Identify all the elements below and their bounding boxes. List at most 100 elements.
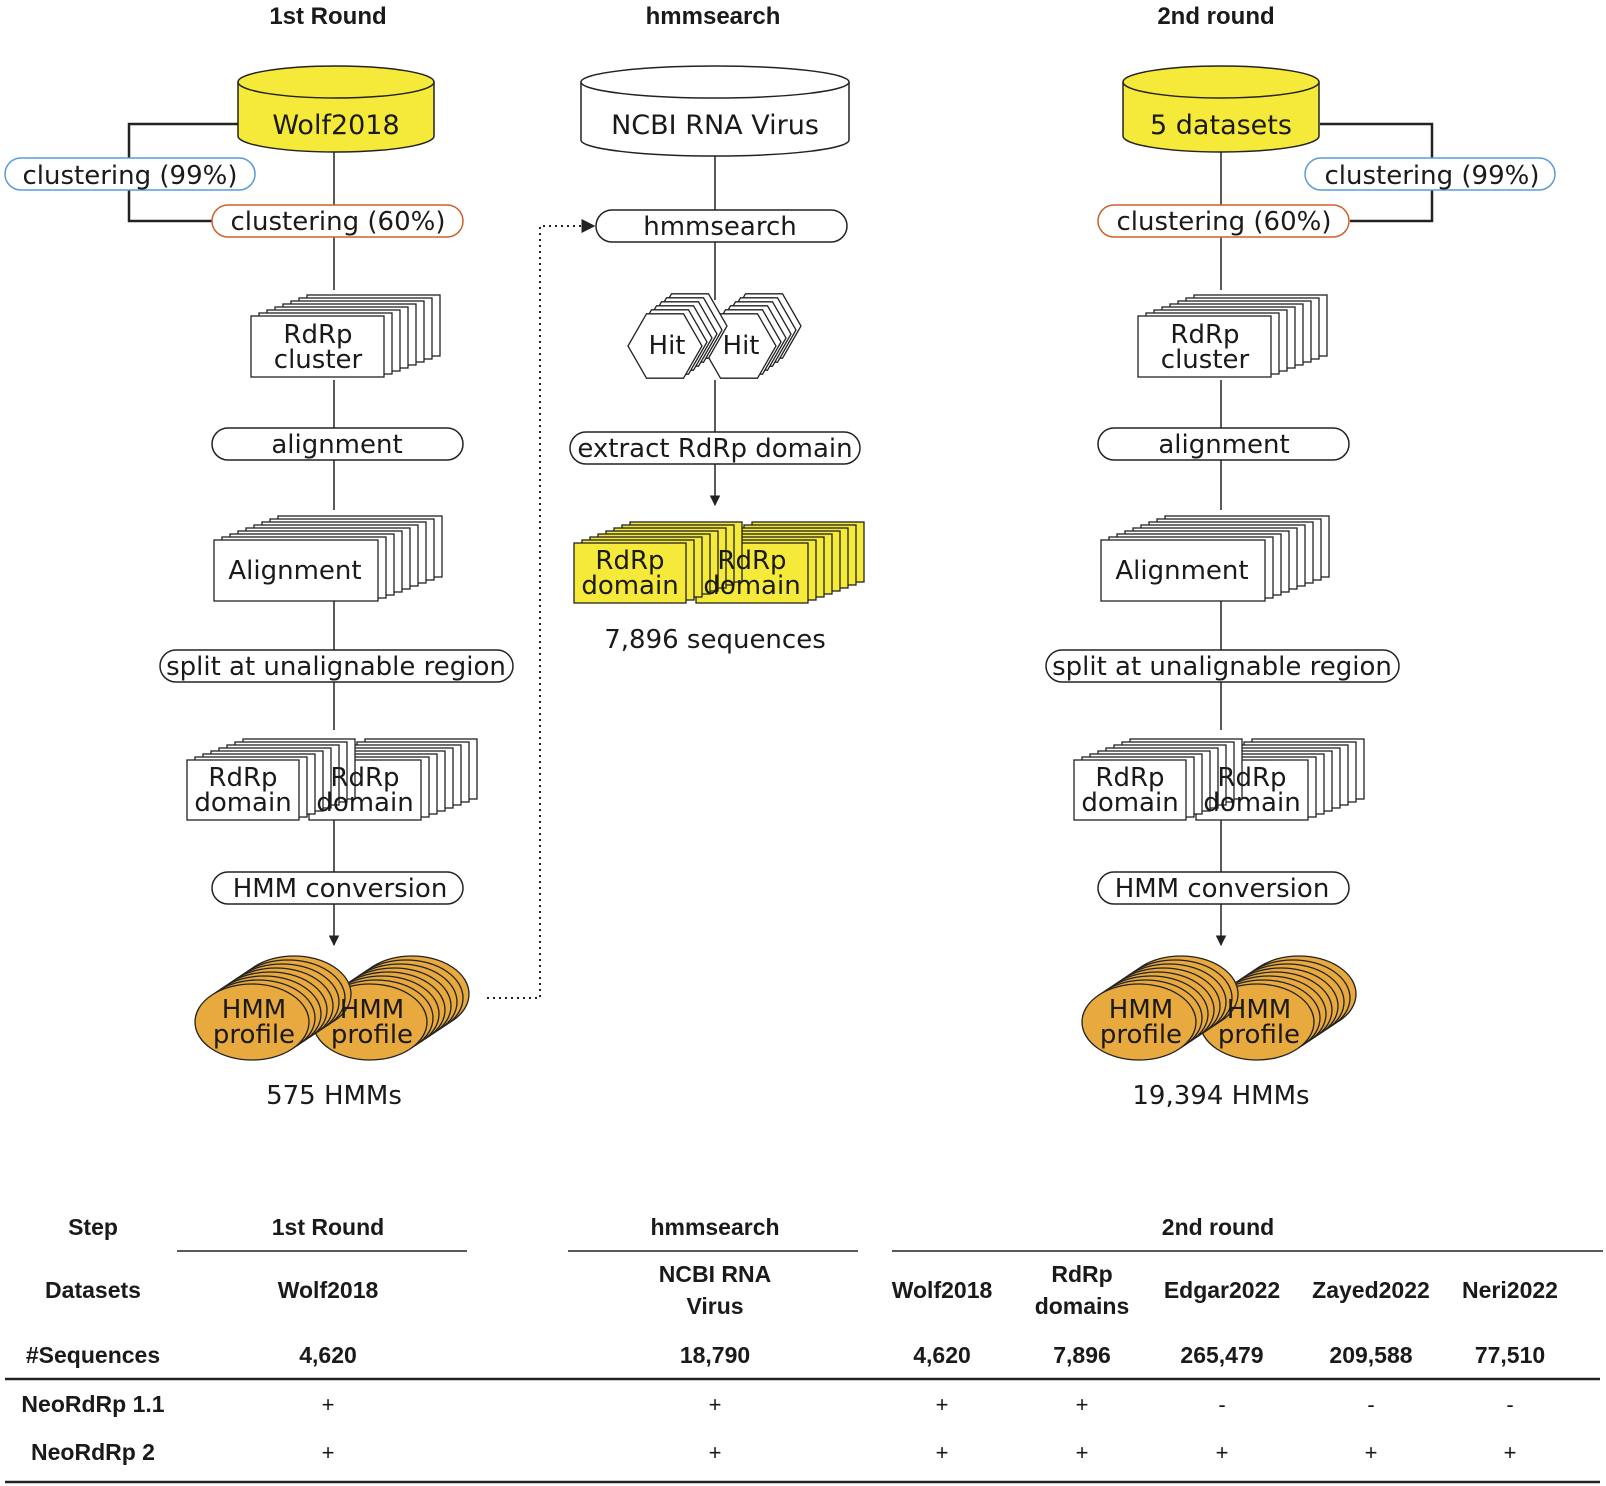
table-row-name-neordrp-1-1: NeoRdRp 1.1	[21, 1391, 164, 1417]
table-cell: -	[1218, 1392, 1225, 1417]
round2-cluster-line1: RdRp	[1170, 320, 1239, 350]
round2-split-step: split at unalignable region	[1052, 652, 1392, 682]
round2-db-label: 5 datasets	[1150, 110, 1292, 141]
round2-domain-a-line1: RdRp	[1095, 763, 1164, 793]
table-cell: +	[1076, 1440, 1089, 1465]
round2-alignment-step: alignment	[1158, 430, 1289, 460]
hmm-profile-disc	[194, 983, 310, 1061]
round1-database-cylinder	[237, 65, 435, 153]
table-cell: +	[709, 1392, 722, 1417]
table-sequence-count: 7,896	[1053, 1342, 1111, 1368]
round2-hmm-b-line2: profile	[1218, 1020, 1300, 1050]
round1-domain-a-line2: domain	[194, 788, 291, 818]
round2-clustering99-pill	[1304, 157, 1556, 191]
table-cell: +	[709, 1440, 722, 1465]
round1-clustering99-pill	[4, 157, 256, 191]
alignment-card	[1100, 539, 1266, 602]
round2-alignment-stack	[1100, 515, 1330, 602]
round1-hmm-step: HMM conversion	[233, 874, 448, 904]
cluster-card	[250, 315, 385, 378]
round1-split-step: split at unalignable region	[166, 652, 506, 682]
round2-domain-a-line2: domain	[1081, 788, 1178, 818]
hit-a-label: Hit	[649, 331, 686, 361]
round1-domain-a-line1: RdRp	[208, 763, 277, 793]
header-round2: 2nd round	[1157, 3, 1274, 30]
round1-rdrp-domain-stacks	[186, 738, 478, 821]
round1-alignment-step: alignment	[271, 430, 402, 460]
table-sequence-count: 265,479	[1180, 1342, 1263, 1368]
table-step-label: Step	[68, 1214, 118, 1240]
table-cell: +	[322, 1440, 335, 1465]
round1-flow: Wolf2018 clustering (99%) clustering (60…	[4, 65, 514, 1111]
table-cell: +	[1216, 1440, 1229, 1465]
round1-domain-b-line2: domain	[316, 788, 413, 818]
round2-cluster-line2: cluster	[1161, 345, 1250, 375]
alignment-card	[213, 539, 379, 602]
header-hmmsearch: hmmsearch	[646, 3, 781, 30]
dataset-table: Step 1st Round hmmsearch 2nd round Datas…	[5, 1214, 1603, 1484]
table-cells: ++++---+++++++	[322, 1392, 1517, 1465]
mid-domain-a-line2: domain	[581, 571, 678, 601]
table-sequence-count: 209,588	[1329, 1342, 1412, 1368]
table-sequence-count: 4,620	[913, 1342, 971, 1368]
round1-hmm-b-line1: HMM	[340, 995, 404, 1025]
round1-hmm-profile-stacks	[194, 955, 470, 1061]
round2-hmm-count: 19,394 HMMs	[1132, 1081, 1309, 1111]
round2-flow: 5 datasets clustering (99%) clustering (…	[1045, 65, 1556, 1111]
table-dataset-name: NCBI RNA	[659, 1261, 771, 1287]
round1-domain-b-line1: RdRp	[330, 763, 399, 793]
hmmsearch-step-label: hmmsearch	[643, 212, 797, 242]
round2-hmm-step: HMM conversion	[1115, 874, 1330, 904]
table-cell: +	[1504, 1440, 1517, 1465]
table-datasets-label: Datasets	[45, 1277, 141, 1303]
round2-alignment-box-label: Alignment	[1115, 556, 1248, 586]
table-cell: +	[1076, 1392, 1089, 1417]
round1-hmm-b-line2: profile	[331, 1020, 413, 1050]
round1-hmm-a-line2: profile	[213, 1020, 295, 1050]
ncbi-database-cylinder	[580, 65, 850, 157]
table-cell: +	[936, 1392, 949, 1417]
round2-clustering99-label: clustering (99%)	[1325, 161, 1540, 191]
mid-sequence-count: 7,896 sequences	[604, 625, 826, 655]
ncbi-db-label: NCBI RNA Virus	[611, 110, 819, 141]
round2-hmm-a-line2: profile	[1100, 1020, 1182, 1050]
round1-rdrp-cluster-stack	[250, 294, 441, 378]
table-group-round2: 2nd round	[1162, 1214, 1274, 1240]
round2-rdrp-cluster-stack	[1137, 294, 1328, 378]
hmmsearch-flow: NCBI RNA Virus hmmsearch Hit Hit extract…	[569, 65, 865, 655]
table-dataset-name: RdRp	[1051, 1261, 1112, 1287]
round1-cluster-line2: cluster	[274, 345, 363, 375]
mid-domain-b-line1: RdRp	[717, 546, 786, 576]
header-round1: 1st Round	[269, 3, 386, 30]
round2-domain-b-line2: domain	[1203, 788, 1300, 818]
table-dataset-name: Zayed2022	[1312, 1277, 1430, 1303]
mid-domain-b-line2: domain	[703, 571, 800, 601]
table-sequences-label: #Sequences	[26, 1342, 160, 1368]
round2-clustering60-pill	[1097, 204, 1350, 238]
mid-domain-a-line1: RdRp	[595, 546, 664, 576]
extracted-domain-stacks	[573, 521, 865, 604]
table-cell: +	[1365, 1440, 1378, 1465]
table-group-hmmsearch: hmmsearch	[650, 1214, 779, 1240]
round2-database-cylinder	[1122, 65, 1320, 153]
table-dataset-name: Virus	[686, 1293, 743, 1319]
table-row-name-neordrp-2: NeoRdRp 2	[31, 1439, 155, 1465]
round1-hmm-a-line1: HMM	[222, 995, 286, 1025]
table-sequence-count: 18,790	[680, 1342, 750, 1368]
round2-hmm-a-line1: HMM	[1109, 995, 1173, 1025]
extract-step-pill	[569, 431, 861, 465]
hit-hexagon-stacks	[627, 293, 802, 379]
table-cell: +	[936, 1440, 949, 1465]
hmm-profile-disc	[1081, 983, 1197, 1061]
table-sequence-count: 77,510	[1475, 1342, 1545, 1368]
round2-hmm-b-line1: HMM	[1227, 995, 1291, 1025]
round2-hmm-pill	[1097, 871, 1350, 905]
table-dataset-name: Edgar2022	[1164, 1277, 1280, 1303]
domain-card	[1073, 759, 1187, 821]
table-group-round1: 1st Round	[272, 1214, 384, 1240]
hit-hexagon	[627, 313, 703, 379]
cluster-card	[1137, 315, 1272, 378]
round1-hmm-count: 575 HMMs	[266, 1081, 402, 1111]
